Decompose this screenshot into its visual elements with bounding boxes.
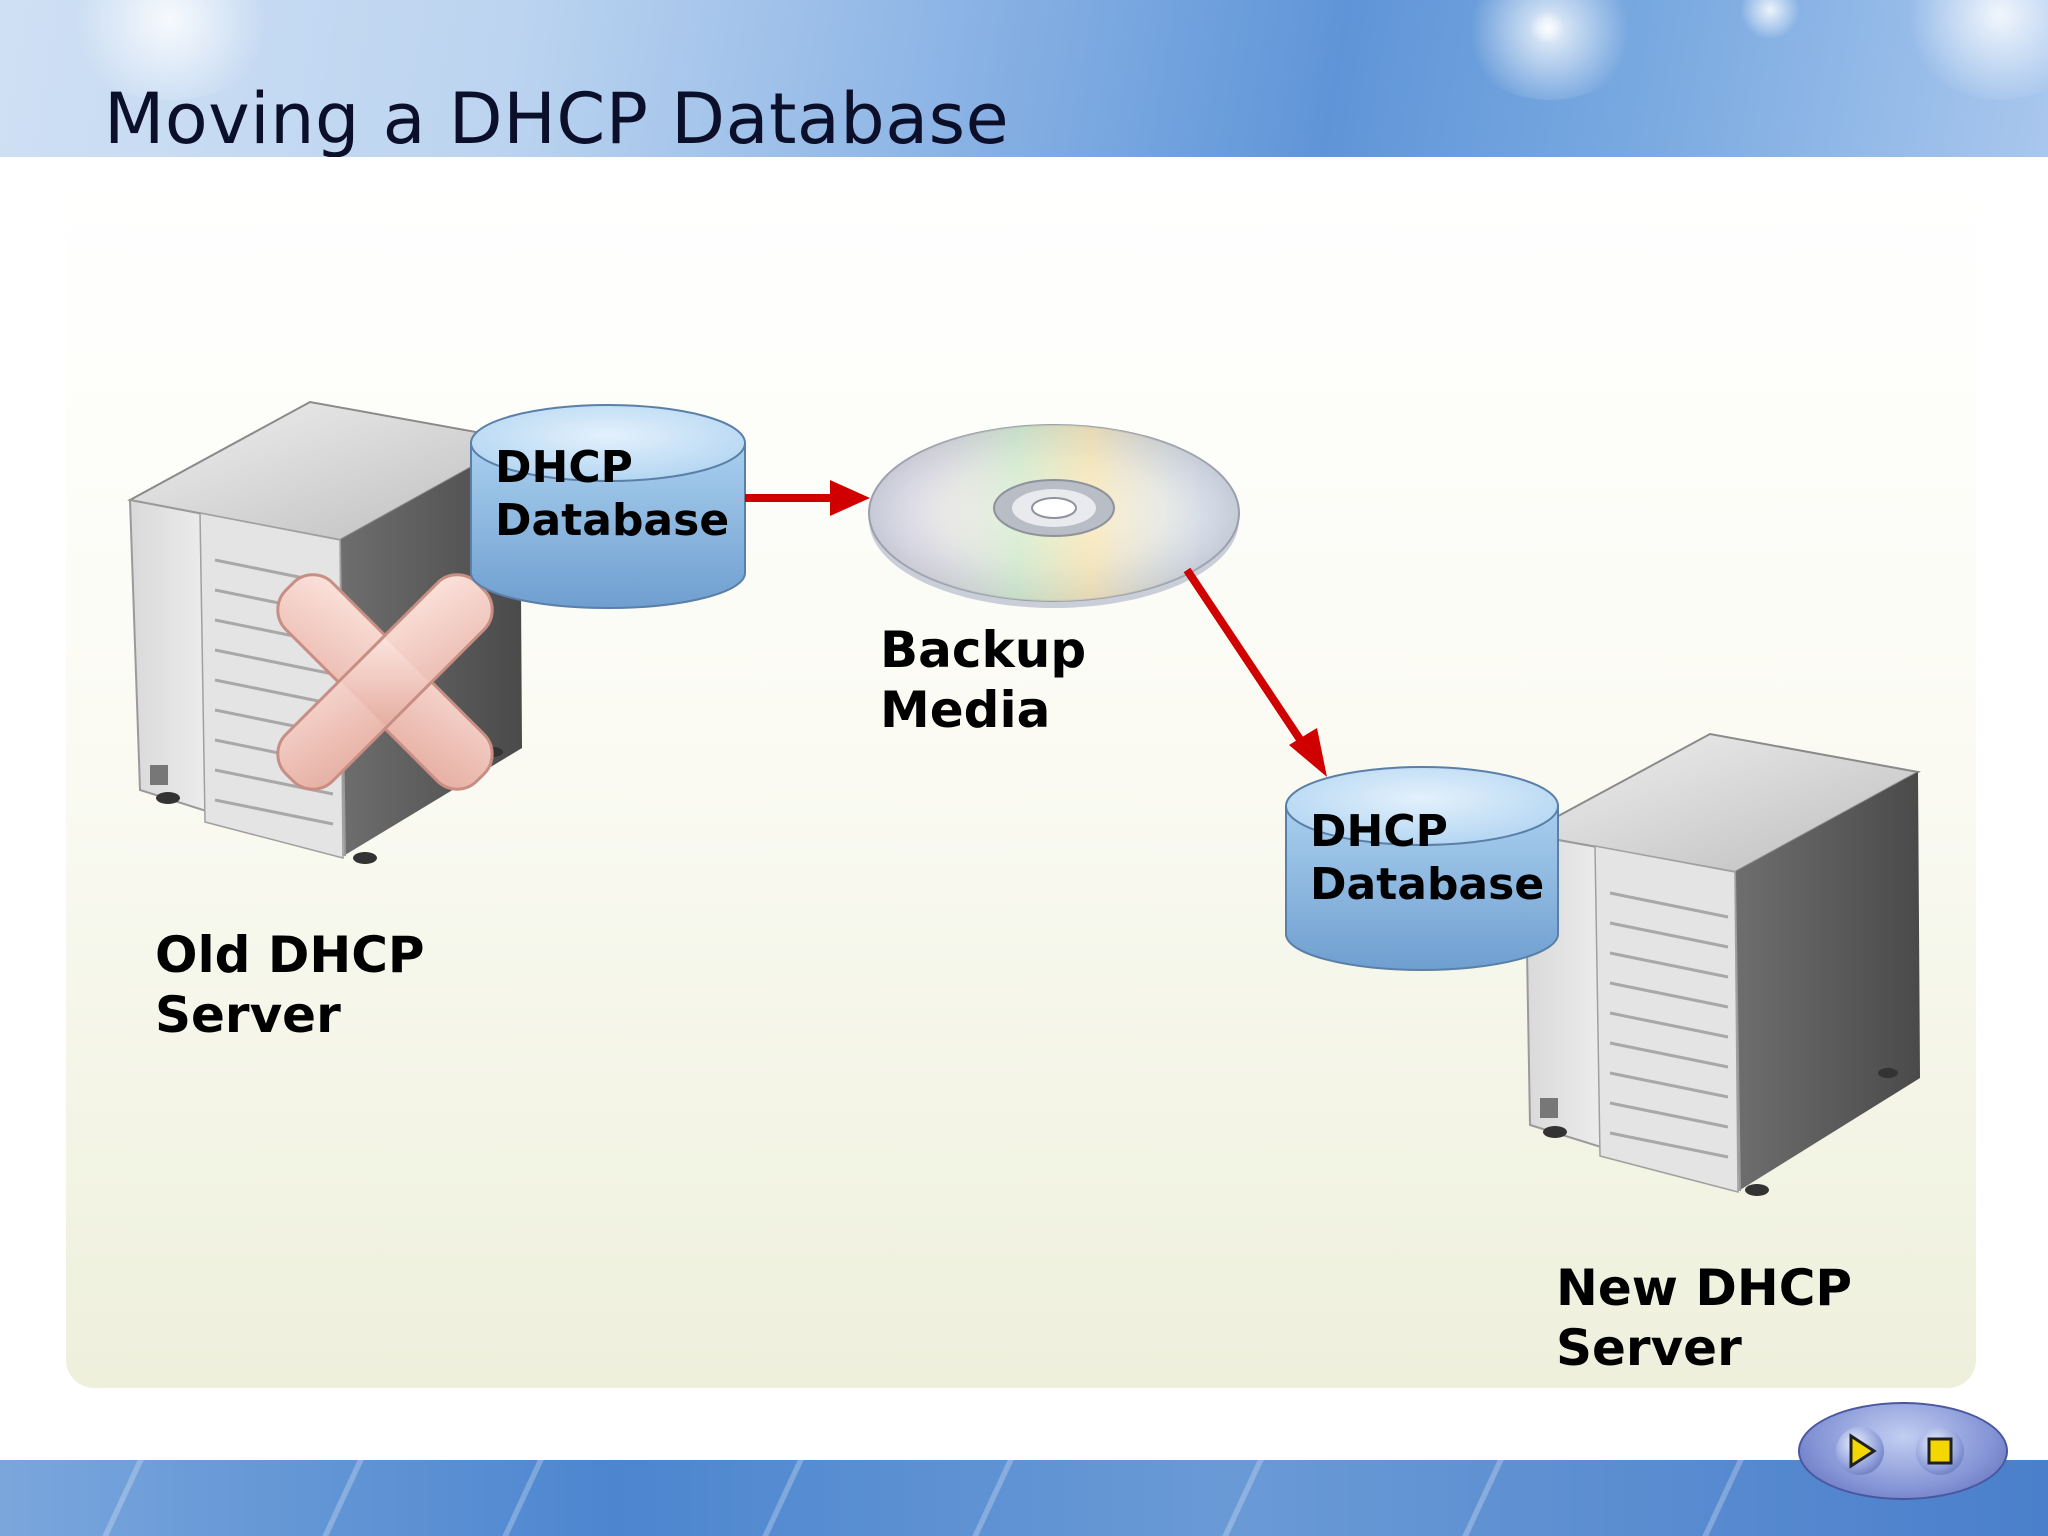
slide-footer <box>0 1460 2048 1536</box>
slide-title: Moving a DHCP Database <box>104 78 1010 157</box>
old-database-label: DHCP Database <box>495 442 730 546</box>
stop-icon <box>1927 1437 1953 1465</box>
backup-media-label: Backup Media <box>880 621 1087 739</box>
play-icon <box>1849 1433 1877 1469</box>
backup-disc-icon <box>868 424 1240 608</box>
new-database-icon <box>1285 766 1559 971</box>
failure-x-icon <box>276 573 494 791</box>
old-database-icon <box>470 404 746 609</box>
slide-header: Moving a DHCP Database <box>0 0 2048 157</box>
new-database-label: DHCP Database <box>1310 806 1545 910</box>
slide-navigation <box>1798 1402 2008 1500</box>
play-button[interactable] <box>1836 1427 1884 1475</box>
arrow-to-backup <box>745 480 870 516</box>
new-server-label: New DHCP Server <box>1556 1259 1853 1377</box>
arrow-to-new-database <box>1183 567 1327 777</box>
new-server-icon <box>1522 732 1921 1196</box>
stop-button[interactable] <box>1916 1427 1964 1475</box>
old-server-label: Old DHCP Server <box>155 926 425 1044</box>
